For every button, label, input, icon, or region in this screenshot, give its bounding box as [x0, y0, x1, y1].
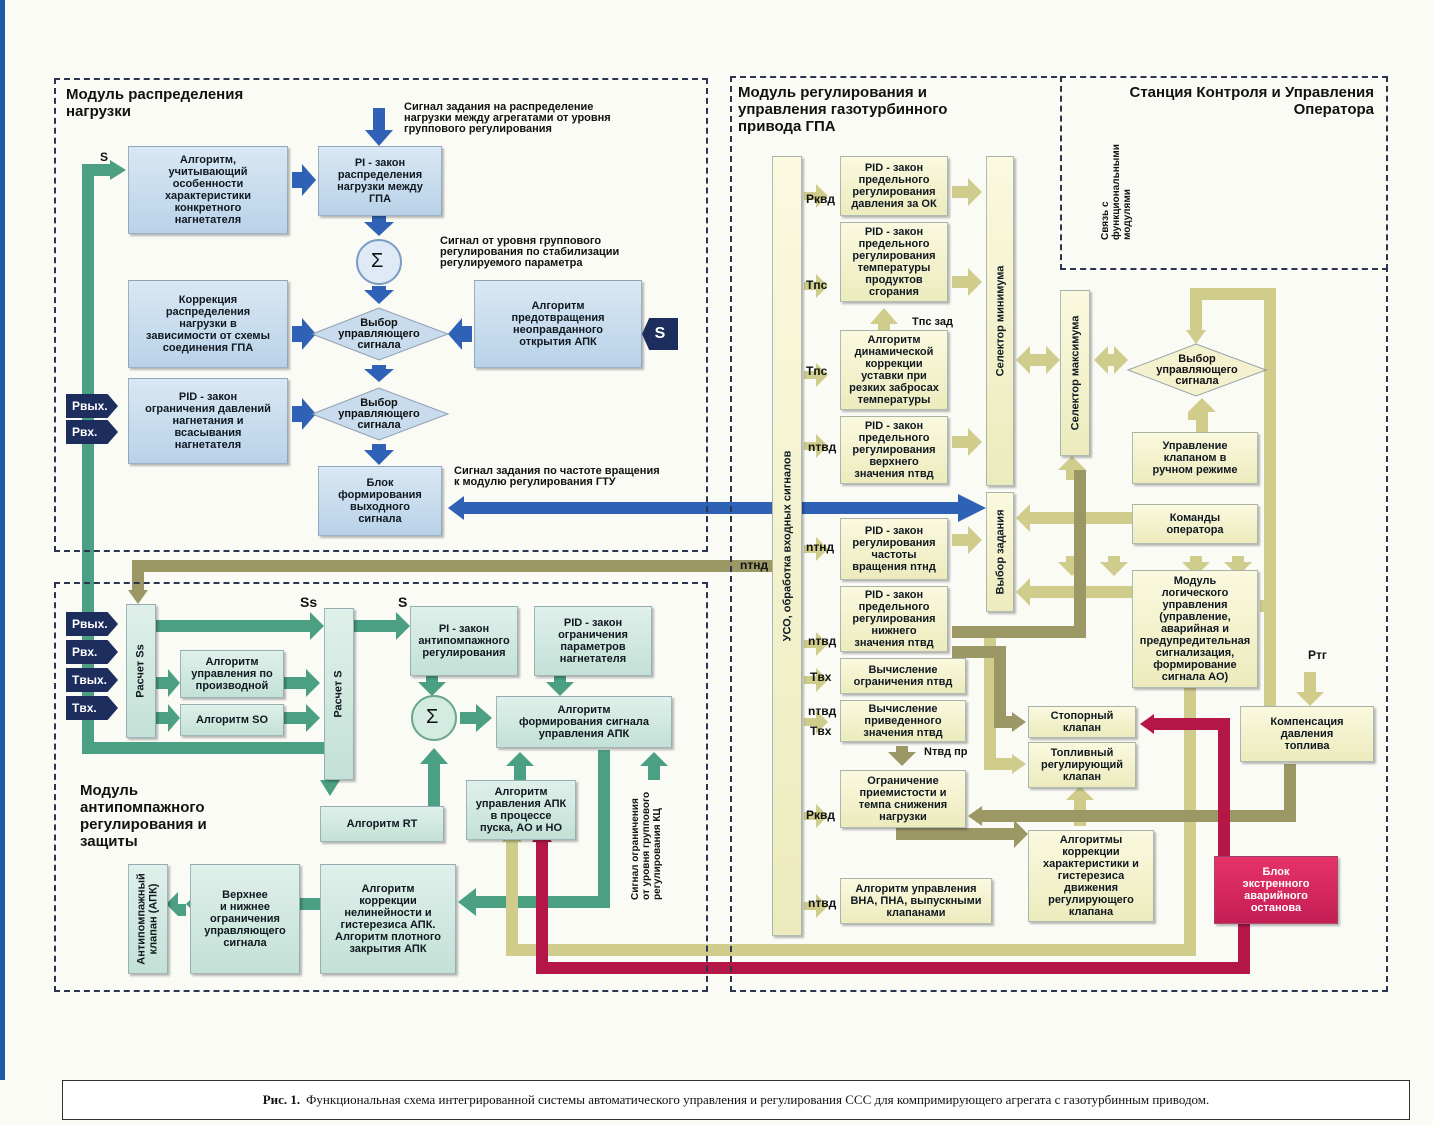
- alg-so-box: Алгоритм SO: [180, 704, 284, 736]
- n-tvd-label-1: nтвд: [808, 440, 837, 454]
- calc-s-column: Расчет S: [324, 608, 354, 780]
- sum-symbol-1: Σ: [371, 250, 384, 272]
- operator-commands-box: Команды оператора: [1132, 504, 1258, 544]
- pi-load-box: PI - закон распределения нагрузки между …: [318, 146, 442, 216]
- antisurge-module-title: Модуль антипомпажного регулирования и за…: [80, 782, 207, 850]
- manual-control-box: Управление клапаном в ручном режиме: [1132, 432, 1258, 484]
- pid-freq-box: PID - закон регулирования частоты вращен…: [840, 518, 948, 580]
- pid-kvd-box: PID - закон предельного регулирования да…: [840, 156, 948, 216]
- alg-prevent-box: Алгоритм предотвращения неоправданного о…: [474, 280, 642, 368]
- uso-column: УСО, обработка входных сигналов: [772, 156, 802, 936]
- alg-derivative-box: Алгоритм управления по производной: [180, 650, 284, 698]
- select-diamond-3-label: Выбор управляющего сигнала: [1156, 353, 1238, 387]
- selector-max-column: Селектор максимума: [1060, 290, 1090, 456]
- t-in-tag: Tвх.: [66, 696, 118, 720]
- p-out-tag-2: Pвых.: [66, 612, 118, 636]
- signal-frequency-note: Сигнал задания по частоте вращения к мод…: [454, 465, 660, 488]
- signal-distribution-note: Сигнал задания на распределение нагрузки…: [404, 101, 611, 135]
- select-diamond-1-label: Выбор управляющего сигнала: [338, 317, 420, 351]
- logic-module-box: Модуль логического управления (управлени…: [1132, 570, 1258, 688]
- corr-distribution-box: Коррекция распределения нагрузки в завис…: [128, 280, 288, 368]
- n-tvd-label-2: nтвд: [808, 634, 837, 648]
- p-tg-label: Pтг: [1308, 648, 1327, 662]
- p-kvd-label-2: Pквд: [806, 808, 836, 822]
- limit-rate-box: Ограничение приемистости и темпа снижени…: [840, 770, 966, 828]
- alg-characteristics-box: Алгоритм, учитывающий особенности характ…: [128, 146, 288, 234]
- gtu-module-title: Модуль регулирования и управления газоту…: [738, 84, 948, 135]
- alg-nonlinear-box: Алгоритм коррекции нелинейности и гистер…: [320, 864, 456, 974]
- n-tvd-label-3: nтвд: [808, 704, 837, 718]
- load-module-title: Модуль распределения нагрузки: [66, 86, 244, 120]
- load-module-frame: [54, 78, 708, 552]
- n-tnd-label-1: nтнд: [740, 558, 769, 572]
- apk-valve-column: Антипомпажный клапан (АПК): [128, 864, 168, 974]
- left-edge-bar: [0, 0, 5, 1080]
- pid-limits-box: PID - закон ограничения параметров нагне…: [534, 606, 652, 676]
- n-tnd-label-2: nтнд: [806, 540, 835, 554]
- caption-label: Рис. 1.: [262, 1092, 301, 1107]
- s-tag: S: [642, 318, 678, 350]
- p-kvd-label-1: Pквд: [806, 192, 836, 206]
- station-module-frame: [1060, 76, 1388, 270]
- pid-temp-box: PID - закон предельного регулирования те…: [840, 222, 948, 302]
- gtu-module-frame: [730, 76, 1388, 992]
- s-signal-mid: S: [398, 594, 408, 610]
- pid-lower-box: PID - закон предельного регулирования ни…: [840, 586, 948, 652]
- fuel-valve-box: Топливный регулирующий клапан: [1028, 742, 1136, 788]
- p-out-tag-1: Pвых.: [66, 394, 118, 418]
- calc-reduced-box: Вычисление приведенного значения nтвд: [840, 700, 966, 742]
- pid-pressure-box: PID - закон ограничения давлений нагнета…: [128, 378, 288, 464]
- form-apk-box: Алгоритм формирования сигнала управления…: [496, 696, 672, 748]
- alg-apk-start-box: Алгоритм управления АПК в процессе пуска…: [466, 780, 576, 840]
- alg-vna-box: Алгоритм управления ВНА, ПНА, выпускными…: [840, 878, 992, 924]
- alg-dynamic-box: Алгоритм динамической коррекции уставки …: [840, 330, 948, 410]
- caption-text: Функциональная схема интегрированной сис…: [306, 1092, 1210, 1107]
- pi-antisurge-box: PI - закон антипомпажного регулирования: [410, 606, 518, 676]
- emergency-stop-box: Блок экстренного аварийного останова: [1214, 856, 1338, 924]
- p-in-tag-1: Pвх.: [66, 420, 118, 444]
- t-out-tag: Tвых.: [66, 668, 118, 692]
- signal-group-note: Сигнал от уровня группового регулировани…: [440, 235, 620, 269]
- s-signal-top: S: [100, 150, 109, 164]
- figure-caption: Рис. 1. Функциональная схема интегрирова…: [62, 1080, 1410, 1120]
- t-vx-label-1: Tвх: [810, 670, 832, 684]
- upper-lower-box: Верхнее и нижнее ограничения управляющег…: [190, 864, 300, 974]
- pid-upper-box: PID - закон предельного регулирования ве…: [840, 416, 948, 484]
- t-ps-label-2: Tпс: [806, 364, 828, 378]
- stop-valve-box: Стопорный клапан: [1028, 706, 1136, 738]
- n-tvd-label-4: nтвд: [808, 896, 837, 910]
- selector-min-column: Селектор минимума: [986, 156, 1014, 486]
- alg-rt-box: Алгоритм RT: [320, 806, 444, 842]
- p-in-tag-2: Pвх.: [66, 640, 118, 664]
- signal-kc-note: Сигнал ограничения от уровня группового …: [630, 791, 663, 900]
- select-diamond-2-label: Выбор управляющего сигнала: [338, 397, 420, 431]
- task-select-column: Выбор задания: [986, 492, 1014, 612]
- calc-limit-box: Вычисление ограничения nтвд: [840, 658, 966, 694]
- ss-signal-label: Ss: [300, 594, 318, 610]
- fuel-comp-box: Компенсация давления топлива: [1240, 706, 1374, 762]
- block-output-box: Блок формирования выходного сигнала: [318, 466, 442, 536]
- sum-symbol-2: Σ: [426, 706, 439, 728]
- link-modules-label: Связь с функциональными модулями: [1100, 144, 1133, 240]
- t-vx-label-2: Tвх: [810, 724, 832, 738]
- alg-correction-box: Алгоритмы коррекции характеристики и гис…: [1028, 830, 1154, 922]
- antisurge-module-frame: [54, 582, 708, 992]
- t-ps-zad-label: Tпс зад: [912, 316, 953, 328]
- t-ps-label-1: Tпс: [806, 278, 828, 292]
- calc-ss-column: Расчет Ss: [126, 604, 156, 738]
- station-module-title: Станция Контроля и Управления Оператора: [1129, 84, 1374, 118]
- n-tvd-pr-label: Nтвд пр: [924, 746, 968, 758]
